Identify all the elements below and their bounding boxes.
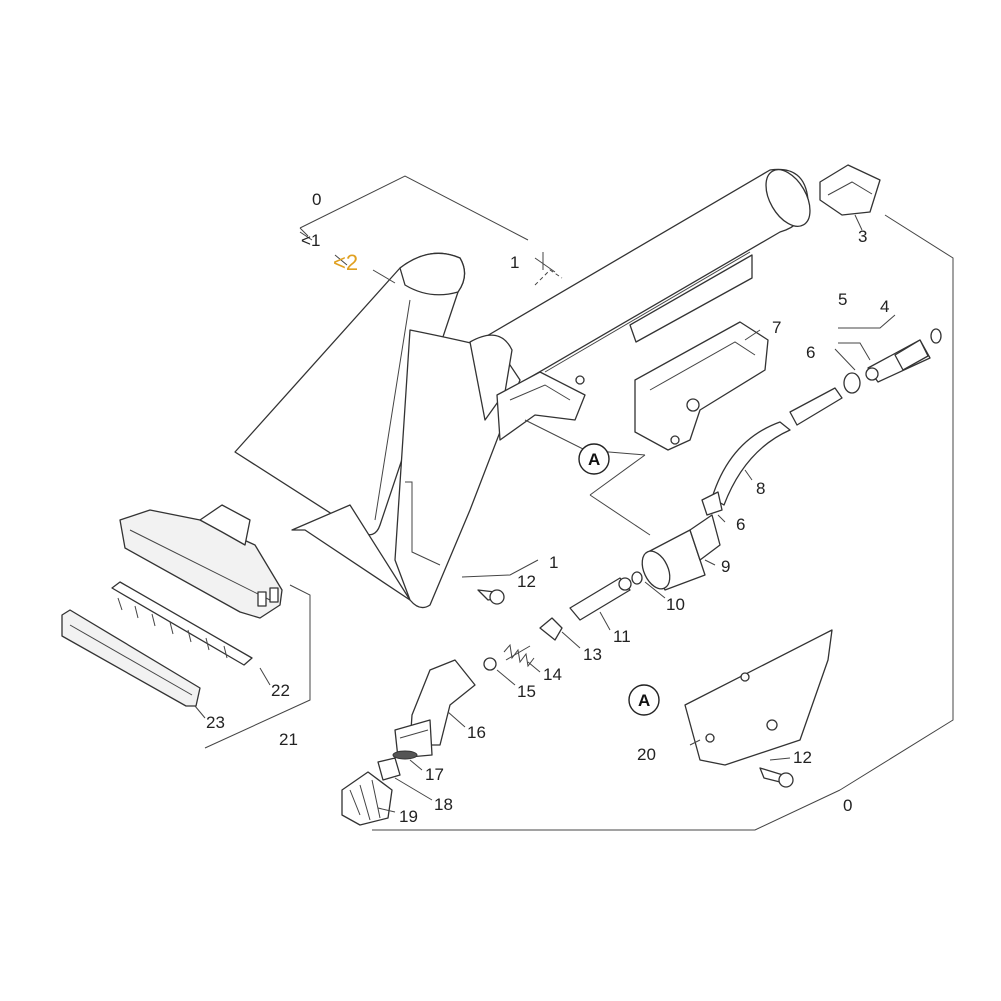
- callout-0-top: 0: [312, 190, 321, 209]
- union-nut: [341, 771, 393, 826]
- valve-cap: [539, 617, 563, 641]
- collar-top: [843, 372, 861, 394]
- valve-stem: [569, 577, 632, 621]
- wand-tube: [479, 168, 811, 394]
- hose: [711, 387, 843, 506]
- group-bracket-0-top: [299, 175, 529, 241]
- screw-upper: [477, 589, 505, 605]
- o-ring-10: [631, 571, 643, 585]
- callout-9: 9: [721, 557, 730, 576]
- callout-1-left: <1: [301, 231, 320, 250]
- svg-text:A: A: [588, 450, 600, 469]
- hose-nipple: [865, 328, 942, 383]
- side-plate: [684, 629, 833, 766]
- screw-lower: [759, 767, 794, 788]
- callout-23: 23: [206, 713, 225, 732]
- callout-16: 16: [467, 723, 486, 742]
- callout-12-upper: 12: [517, 572, 536, 591]
- sleeve-18: [377, 757, 401, 781]
- callout-17: 17: [425, 765, 444, 784]
- callout-13: 13: [583, 645, 602, 664]
- callout-8: 8: [756, 479, 765, 498]
- squeegee-blade: [61, 609, 201, 707]
- callout-14: 14: [543, 665, 562, 684]
- callout-20: 20: [637, 745, 656, 764]
- callout-21: 21: [279, 730, 298, 749]
- callout-10: 10: [666, 595, 685, 614]
- o-ring-15: [483, 657, 497, 671]
- svg-text:A: A: [638, 691, 650, 710]
- callout-22: 22: [271, 681, 290, 700]
- callout-19: 19: [399, 807, 418, 826]
- marker-a-upper: A: [578, 443, 610, 475]
- callout-15: 15: [517, 682, 536, 701]
- marker-a-lower: A: [628, 684, 660, 716]
- group-bracket-0-bottom: [372, 214, 954, 831]
- callout-7: 7: [772, 318, 781, 337]
- callout-12-lower: 12: [793, 748, 812, 767]
- valve-bracket: [634, 321, 769, 451]
- callout-3: 3: [858, 227, 867, 246]
- callout-1-right: 1: [510, 253, 519, 272]
- callout-0-bottom: 0: [843, 796, 852, 815]
- nozzle-head: [234, 252, 586, 609]
- valve-body: [641, 514, 721, 591]
- spring: [503, 643, 535, 668]
- callout-2-highlighted: <2: [333, 250, 358, 275]
- elbow-connector: [394, 659, 476, 759]
- group-bracket-21: [204, 584, 311, 749]
- callout-4: 4: [880, 297, 889, 316]
- collar-lower: [701, 491, 723, 516]
- callout-18: 18: [434, 795, 453, 814]
- end-clip: [819, 164, 881, 216]
- callout-1-mid: 1: [549, 553, 558, 572]
- callout-6-lower: 6: [736, 515, 745, 534]
- snap-ring-17: [392, 750, 418, 760]
- squeegee-housing: [119, 504, 283, 619]
- callout-11: 11: [613, 627, 631, 646]
- callout-6-upper: 6: [806, 343, 815, 362]
- brush-strip: [111, 581, 253, 666]
- callout-5: 5: [838, 290, 847, 309]
